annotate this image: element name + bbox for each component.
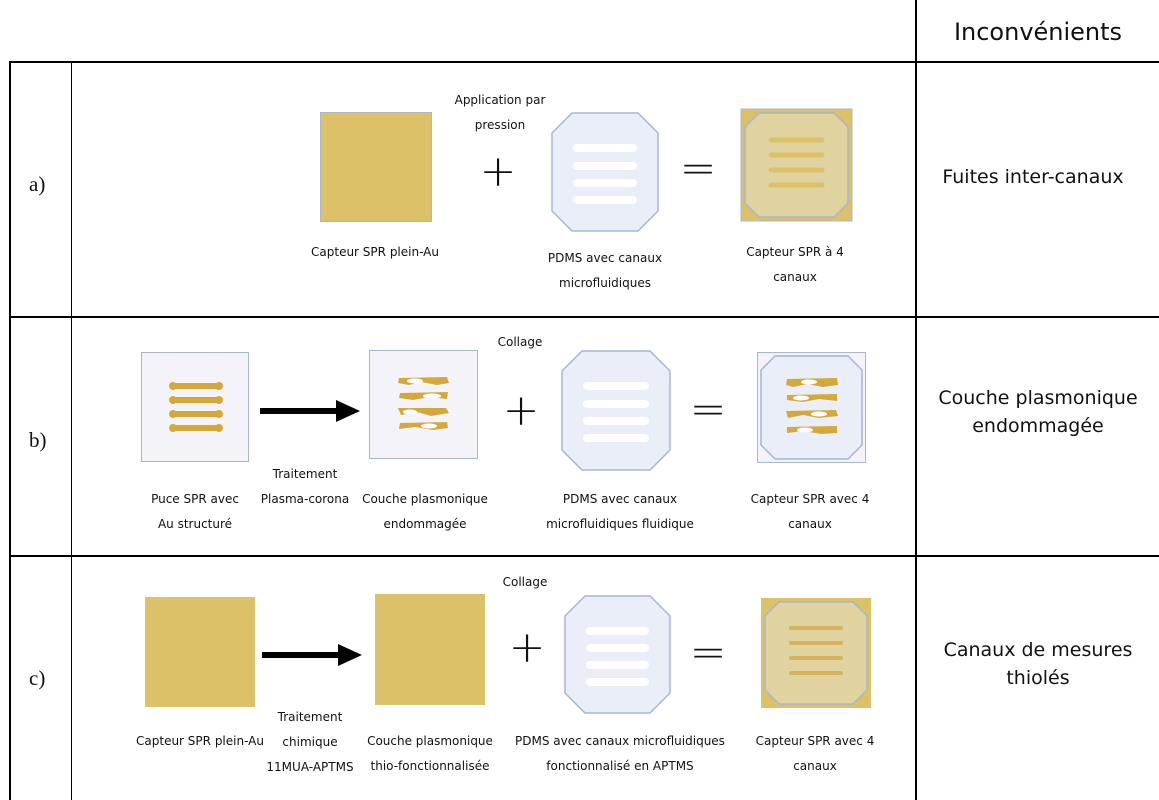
drawback-b: Couche plasmonique endommagée: [938, 387, 1138, 437]
assembled-chip-a: [740, 108, 853, 222]
functionalized-chip-c: [375, 594, 485, 705]
plus-operator-a: +: [479, 146, 517, 197]
drawback-c: Canaux de mesures thiolés: [943, 639, 1133, 689]
grid-line-h-row-bc: [9, 555, 1159, 557]
grid-line-v-label: [71, 62, 72, 800]
caption-c-1: Capteur SPR plein-Au: [136, 734, 264, 748]
row-label-b: b): [29, 428, 47, 452]
above-text-b: Collage: [497, 335, 543, 349]
caption-a-2: PDMS avec canaux microfluidiques: [547, 251, 663, 290]
damaged-chip-b: [369, 350, 478, 459]
plus-operator-c: +: [508, 622, 546, 673]
assembled-chip-b: [757, 352, 866, 463]
pdms-chip-c: [564, 595, 671, 714]
grid-line-v-left: [9, 62, 11, 800]
arrow-text-c: Traitement chimique 11MUA-APTMS: [266, 710, 354, 774]
above-text-a: Application par pression: [454, 93, 546, 132]
row-label-a: a): [29, 172, 46, 196]
gold-chip-c: [145, 597, 255, 707]
row-label-c: c): [29, 666, 46, 690]
gold-chip-a: [320, 112, 432, 222]
grid-line-h-header: [9, 61, 1159, 63]
arrow-text-b: Traitement Plasma-corona: [260, 467, 350, 506]
caption-c-3: PDMS avec canaux microfluidiques fonctio…: [515, 734, 725, 773]
caption-c-2: Couche plasmonique thio-fonctionnalisée: [367, 734, 493, 773]
grid-line-h-row-ab: [9, 316, 1159, 318]
arrow-c: [262, 644, 362, 666]
structured-chip-b: [141, 352, 249, 462]
caption-b-2: Couche plasmonique endommagée: [362, 492, 488, 531]
grid-line-v-right: [915, 0, 917, 800]
caption-a-3: Capteur SPR à 4 canaux: [746, 245, 844, 284]
arrow-b: [260, 400, 360, 422]
pdms-chip-a: [551, 112, 659, 232]
caption-b-1: Puce SPR avec Au structuré: [151, 492, 239, 531]
caption-c-4: Capteur SPR avec 4 canaux: [755, 734, 875, 773]
above-text-c: Collage: [502, 575, 548, 589]
equals-operator-b: =: [689, 384, 727, 435]
header-drawbacks: Inconvénients: [953, 18, 1123, 46]
drawback-a: Fuites inter-canaux: [942, 166, 1124, 188]
assembled-chip-c: [761, 598, 871, 708]
equals-operator-a: =: [679, 143, 717, 194]
caption-a-1: Capteur SPR plein-Au: [311, 245, 439, 259]
pdms-chip-b: [561, 350, 671, 471]
plus-operator-b: +: [502, 385, 540, 436]
equals-operator-c: =: [689, 627, 727, 678]
caption-b-3: PDMS avec canaux microfluidiques fluidiq…: [546, 492, 694, 531]
caption-b-4: Capteur SPR avec 4 canaux: [750, 492, 870, 531]
